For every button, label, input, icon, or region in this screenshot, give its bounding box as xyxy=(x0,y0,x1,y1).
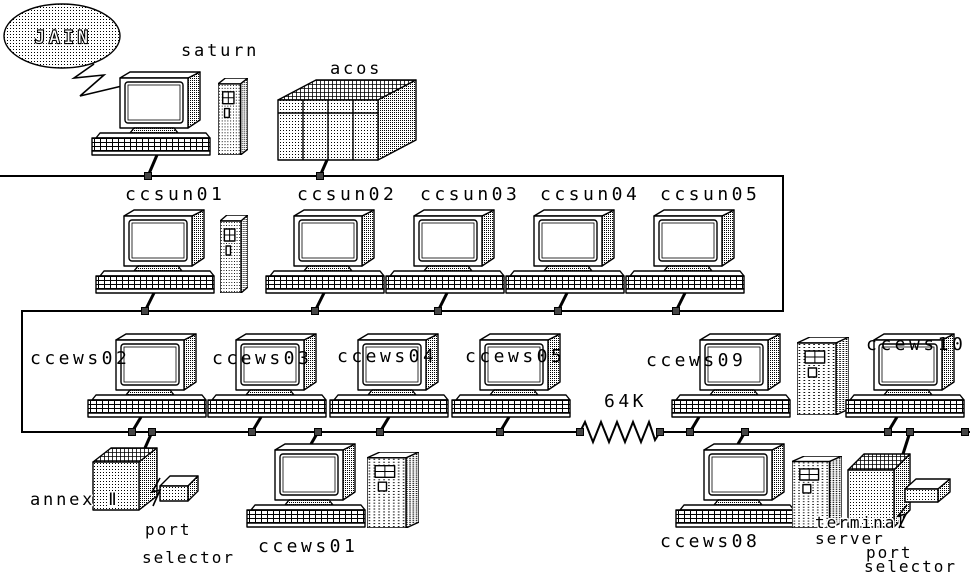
host-ccews05: ccews05 xyxy=(452,334,570,417)
host-ccsun05: ccsun05 xyxy=(626,184,760,293)
workstation-icon xyxy=(266,210,384,293)
external-network-cloud: JAIN xyxy=(4,4,122,96)
node xyxy=(657,429,664,436)
host-ccews09: ccews09 xyxy=(646,334,849,417)
node xyxy=(907,429,914,436)
host-label: ccsun04 xyxy=(540,184,640,205)
host-label: ccews08 xyxy=(660,531,760,552)
workstation-icon xyxy=(96,210,214,293)
workstation-icon xyxy=(676,444,794,527)
host-label: ccsun02 xyxy=(297,184,397,205)
node xyxy=(962,429,969,436)
workstation-icon xyxy=(386,210,504,293)
tower-icon xyxy=(220,215,248,293)
host-label: ccews04 xyxy=(337,346,437,367)
host-label: acos xyxy=(330,59,382,79)
host-label: ccews09 xyxy=(646,350,746,371)
workstation-icon xyxy=(208,334,326,417)
workstation-icon xyxy=(672,334,790,417)
workstation-icon xyxy=(506,210,624,293)
cloud-label: JAIN xyxy=(35,28,92,48)
node xyxy=(142,308,149,315)
host-label: ccews05 xyxy=(465,346,565,367)
host-ccsun01: ccsun01 xyxy=(96,184,248,293)
workstation-icon xyxy=(626,210,744,293)
host-label: ccews10 xyxy=(866,334,966,355)
host-label: ccsun03 xyxy=(420,184,520,205)
node xyxy=(145,173,152,180)
workstation-icon xyxy=(247,444,365,527)
node xyxy=(249,429,256,436)
host-acos: acos xyxy=(278,59,416,160)
lightning-link-icon xyxy=(74,64,122,96)
host-label: ccews02 xyxy=(30,348,130,369)
host-ccsun04: ccsun04 xyxy=(506,184,640,293)
port-selector-right xyxy=(905,479,950,502)
node xyxy=(129,429,136,436)
workstation-icon xyxy=(88,334,206,417)
host-ccsun02: ccsun02 xyxy=(266,184,397,293)
host-ccews10: ccews10 xyxy=(846,334,966,417)
node xyxy=(149,429,156,436)
host-ccsun03: ccsun03 xyxy=(386,184,520,293)
host-label: ccews03 xyxy=(212,348,312,369)
host-ccews03: ccews03 xyxy=(208,334,326,417)
node xyxy=(673,308,680,315)
tower-icon xyxy=(367,452,419,528)
node xyxy=(687,429,694,436)
tower-icon xyxy=(218,78,248,155)
node xyxy=(377,429,384,436)
host-ccews01: ccews01 xyxy=(247,444,419,557)
annex-label: annex Ⅱ xyxy=(30,490,119,510)
node xyxy=(885,429,892,436)
host-saturn: saturn xyxy=(92,41,259,155)
mainframe-icon xyxy=(278,80,416,160)
host-ccews04: ccews04 xyxy=(330,334,448,417)
node xyxy=(577,429,584,436)
port-selector-label-1: port xyxy=(145,520,192,539)
port-selector-front xyxy=(160,486,188,501)
host-label: ccews01 xyxy=(258,536,358,557)
tower-icon xyxy=(797,337,849,415)
node xyxy=(497,429,504,436)
node xyxy=(555,308,562,315)
host-ccews02: ccews02 xyxy=(30,334,206,417)
node xyxy=(312,308,319,315)
annex-server: annex Ⅱ xyxy=(30,448,157,510)
node xyxy=(435,308,442,315)
link-speed-label: 64K xyxy=(604,391,647,412)
workstation-icon xyxy=(92,72,210,155)
port-selector-front xyxy=(905,489,938,502)
node xyxy=(315,429,322,436)
port-selector-label-2: selector xyxy=(864,557,957,576)
node xyxy=(742,429,749,436)
host-label: ccsun01 xyxy=(125,184,225,205)
port-selector-label-2: selector xyxy=(142,548,235,567)
node xyxy=(317,173,324,180)
host-label: saturn xyxy=(181,41,259,61)
host-label: ccsun05 xyxy=(660,184,760,205)
